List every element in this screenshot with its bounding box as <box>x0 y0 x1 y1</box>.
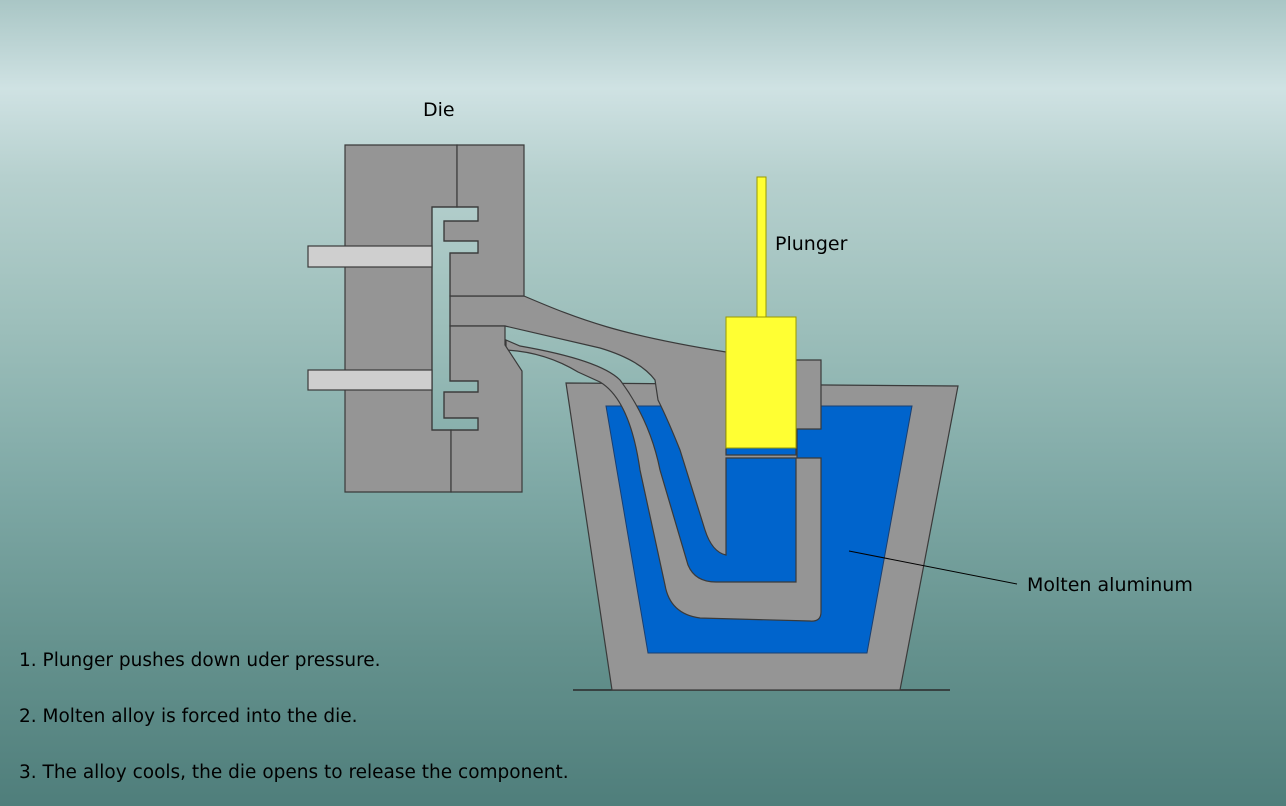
plunger-head <box>725 316 797 449</box>
gooseneck-chamber <box>449 295 822 622</box>
die-left-half <box>344 144 458 493</box>
ejector-pin-bottom <box>307 369 433 391</box>
step-2-text: 2. Molten alloy is forced into the die. <box>19 706 358 727</box>
molten-aluminum-leader-line <box>848 550 1018 585</box>
die-label: Die <box>423 99 455 121</box>
die-cavity <box>431 206 479 431</box>
plunger-rod <box>756 176 767 319</box>
die-lower-right-half <box>443 325 523 493</box>
molten-aluminum-label: Molten aluminum <box>1027 574 1193 596</box>
step-1-text: 1. Plunger pushes down uder pressure. <box>19 650 381 671</box>
plunger-label: Plunger <box>775 233 848 255</box>
process-steps: 1. Plunger pushes down uder pressure. 2.… <box>19 648 569 806</box>
step-3-text: 3. The alloy cools, the die opens to rel… <box>19 762 569 783</box>
ejector-pin-top <box>307 245 433 268</box>
